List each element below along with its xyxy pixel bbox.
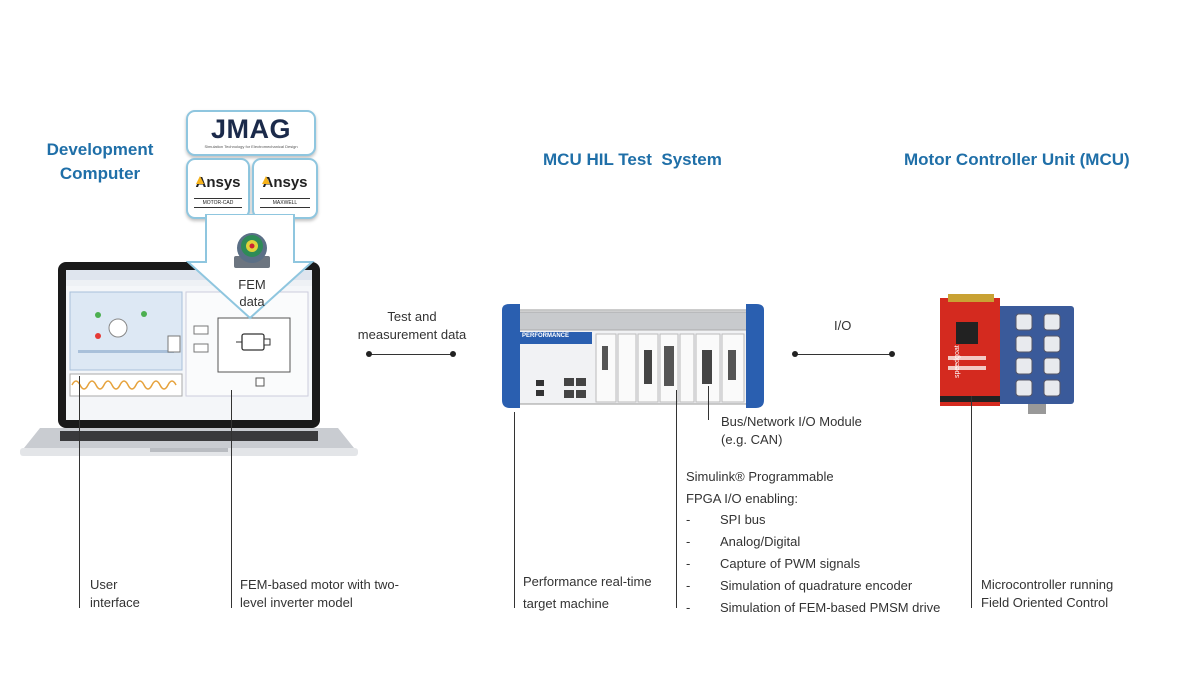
fpga-line2: FPGA I/O enabling:: [686, 491, 799, 506]
leader-mcu: [971, 396, 972, 608]
test-measurement-label: Test and measurement data: [350, 308, 474, 344]
fpga-label: Simulink® Programmable FPGA I/O enabling…: [686, 466, 834, 510]
dev-computer-title-line1: Development: [46, 140, 154, 159]
fem-motor-line1: FEM-based motor with two-: [240, 577, 399, 592]
fpga-line1: Simulink® Programmable: [686, 469, 834, 484]
bus-line1: Bus/Network I/O Module: [721, 414, 862, 429]
mcu-label: Microcontroller running Field Oriented C…: [981, 576, 1113, 612]
fem-label-line1: FEM: [238, 277, 266, 292]
test-connection-start-dot: [366, 351, 372, 357]
leader-bus-module: [708, 386, 709, 420]
leader-fem-motor: [231, 390, 232, 608]
fpga-item-text: Simulation of quadrature encoder: [720, 578, 913, 593]
fpga-item-text: Capture of PWM signals: [720, 556, 861, 571]
mcu-brand-label: speedgoat: [954, 345, 961, 378]
mcu-board: [940, 294, 1074, 414]
ansys-accent-icon: [196, 176, 204, 184]
fpga-item-text: Simulation of FEM-based PMSM drive: [720, 600, 941, 615]
bus-module-label: Bus/Network I/O Module (e.g. CAN): [721, 413, 862, 449]
fem-motor-label: FEM-based motor with two- level inverter…: [240, 576, 399, 612]
hil-target-machine: [502, 304, 764, 408]
bus-line2: (e.g. CAN): [721, 432, 783, 447]
dev-computer-title: Development Computer: [44, 138, 156, 186]
test-label-line1: Test and: [387, 309, 437, 324]
list-item: -Simulation of quadrature encoder: [686, 578, 913, 593]
fpga-feature-list: -SPI bus -Analog/Digital -Capture of PWM…: [686, 509, 940, 619]
fem-label-line2: data: [239, 294, 265, 309]
leader-user-interface: [79, 376, 80, 608]
ansys-maxwell-text: Ansys: [262, 174, 308, 191]
fem-data-label: FEM data: [226, 276, 278, 310]
user-interface-label: User interface: [90, 576, 140, 612]
ansys-motorcad-sub: MOTOR-CAD: [194, 198, 242, 208]
ansys-maxwell-sub: MAXWELL: [260, 198, 310, 208]
ansys-accent-icon: [262, 176, 270, 184]
hil-system-title: MCU HIL Test System: [543, 150, 722, 169]
ansys-motorcad-logo: Ansys MOTOR-CAD: [186, 158, 250, 219]
list-item: -SPI bus: [686, 512, 766, 527]
ui-line2: interface: [90, 595, 140, 610]
mcu-title: Motor Controller Unit (MCU): [904, 150, 1130, 169]
fpga-item-text: SPI bus: [720, 512, 766, 527]
dev-computer-title-line2: Computer: [59, 164, 141, 183]
target-line1: Performance real-time: [523, 574, 652, 589]
hil-front-label: PERFORMANCE: [522, 333, 570, 339]
io-label: I/O: [834, 318, 852, 333]
leader-fpga: [676, 390, 677, 608]
jmag-tagline: Simulation Technology for Electromechani…: [204, 144, 298, 149]
test-connection-end-dot: [450, 351, 456, 357]
ansys-motorcad-text: Ansys: [195, 174, 241, 191]
test-label-line2: measurement data: [357, 327, 467, 342]
io-connection-end-dot: [889, 351, 895, 357]
leader-target-machine: [514, 412, 515, 608]
mcu-line1: Microcontroller running: [981, 577, 1114, 592]
fem-motor-line2: level inverter model: [240, 595, 353, 610]
jmag-logo: JMAG Simulation Technology for Electrome…: [186, 110, 316, 156]
target-line2: target machine: [523, 596, 609, 611]
list-item: -Capture of PWM signals: [686, 556, 861, 571]
target-machine-label: Performance real-time target machine: [523, 571, 652, 615]
io-connection-start-dot: [792, 351, 798, 357]
fpga-item-text: Analog/Digital: [720, 534, 801, 549]
test-connection-line: [369, 354, 453, 355]
io-connection-line: [795, 354, 892, 355]
mcu-line2: Field Oriented Control: [981, 595, 1109, 610]
list-item: -Simulation of FEM-based PMSM drive: [686, 600, 941, 615]
ui-line1: User: [90, 577, 118, 592]
fem-motor-image: [234, 233, 270, 268]
jmag-logo-text: JMAG: [210, 114, 291, 144]
list-item: -Analog/Digital: [686, 534, 801, 549]
